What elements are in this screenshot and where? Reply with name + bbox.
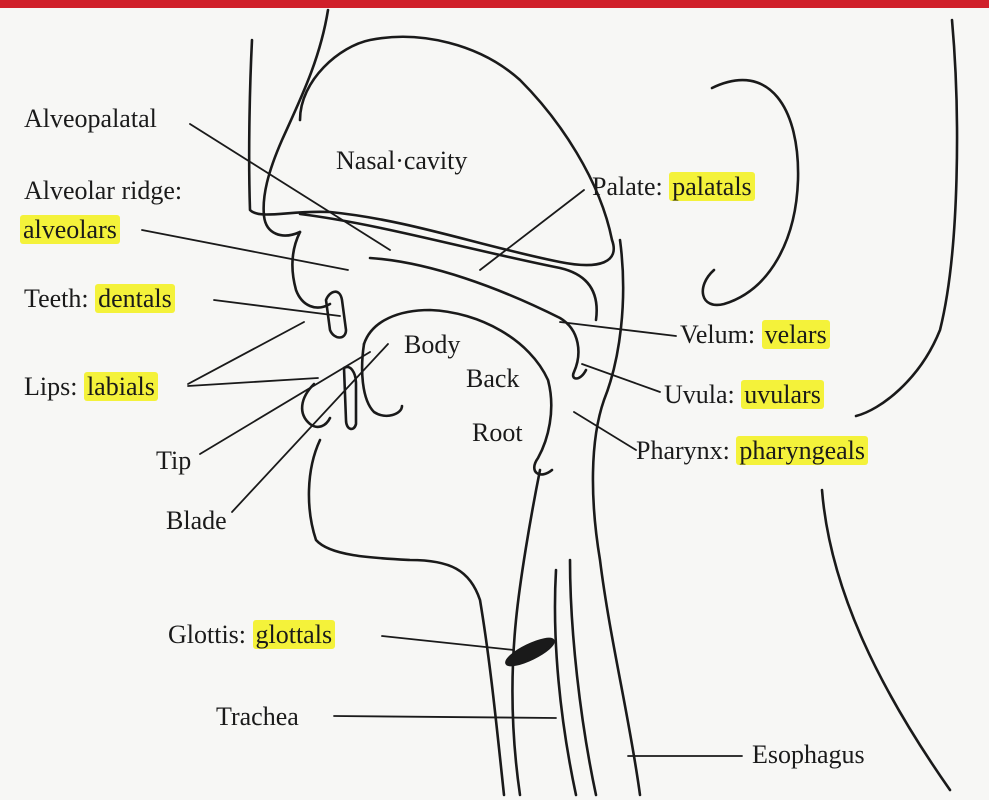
label-dentals: dentals xyxy=(95,284,175,313)
label-labials: labials xyxy=(84,372,158,401)
leader-pharynx xyxy=(574,412,636,450)
leader-uvula xyxy=(582,364,660,392)
label-tip: Tip xyxy=(156,446,191,476)
leader-lips-lower xyxy=(188,378,318,386)
label-uvulars: uvulars xyxy=(741,380,824,409)
leader-lips-upper xyxy=(188,322,304,384)
hard-palate-outline xyxy=(300,214,597,320)
label-alveopalatal: Alveopalatal xyxy=(24,104,157,134)
label-nasal-cavity: Nasal·cavity xyxy=(336,146,467,176)
leader-velum xyxy=(560,322,676,336)
esophagus-wall-back xyxy=(570,560,596,795)
tongue-tip-outline xyxy=(362,344,402,416)
label-alveolar-ridge: Alveolar ridge: xyxy=(24,176,182,206)
label-esophagus: Esophagus xyxy=(752,740,865,770)
label-pharyngeals: pharyngeals xyxy=(736,436,868,465)
label-lips-group: Lips: labials xyxy=(24,372,158,402)
label-glottis-group: Glottis: glottals xyxy=(168,620,335,650)
upper-lip-outline xyxy=(293,232,330,308)
label-trachea: Trachea xyxy=(216,702,299,732)
label-velum-group: Velum: velars xyxy=(680,320,830,350)
label-pharynx: Pharynx: xyxy=(636,436,730,465)
label-velum: Velum: xyxy=(680,320,755,349)
label-glottals: glottals xyxy=(253,620,336,649)
lower-teeth-outline xyxy=(344,367,356,429)
label-root: Root xyxy=(472,418,523,448)
head-back-outline xyxy=(856,20,957,416)
pharynx-back-wall xyxy=(593,240,640,795)
label-palate-group: Palate: palatals xyxy=(592,172,755,202)
jaw-outline xyxy=(309,440,504,795)
label-velars: velars xyxy=(762,320,830,349)
label-uvula-group: Uvula: uvulars xyxy=(664,380,824,410)
esophagus-wall xyxy=(555,570,576,795)
velum-outline xyxy=(370,258,586,379)
glottis-vocal-folds xyxy=(504,634,557,669)
label-palatals: palatals xyxy=(669,172,754,201)
label-alveolars-group: alveolars xyxy=(20,215,120,245)
label-pharynx-group: Pharynx: pharyngeals xyxy=(636,436,868,466)
leader-glottis xyxy=(382,636,514,650)
leader-alveopalatal xyxy=(190,124,390,250)
leader-trachea xyxy=(334,716,556,718)
face-profile-outline xyxy=(264,10,328,235)
label-alveolars: alveolars xyxy=(20,215,120,244)
label-body: Body xyxy=(404,330,460,360)
label-teeth: Teeth: xyxy=(24,284,89,313)
label-back: Back xyxy=(466,364,519,394)
label-uvula: Uvula: xyxy=(664,380,735,409)
label-blade: Blade xyxy=(166,506,227,536)
label-palate: Palate: xyxy=(592,172,663,201)
trachea-front-wall xyxy=(513,470,540,795)
leader-alveolar-ridge xyxy=(142,230,348,270)
label-teeth-group: Teeth: dentals xyxy=(24,284,175,314)
leader-palate xyxy=(480,190,584,270)
label-glottis: Glottis: xyxy=(168,620,246,649)
label-lips: Lips: xyxy=(24,372,77,401)
